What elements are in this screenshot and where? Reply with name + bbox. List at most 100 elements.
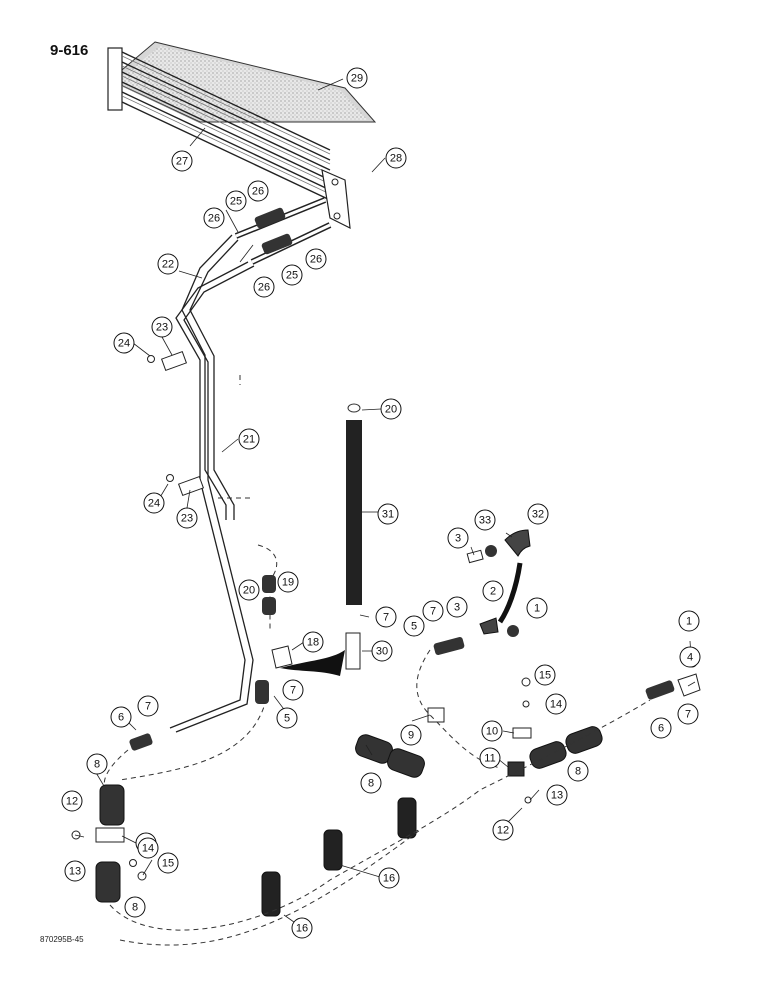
callout-4: 4 [679,646,701,668]
callout-circle [157,852,179,874]
callout-label: 3 [454,602,460,614]
callout-label: 27 [176,156,188,168]
callout-circle [238,428,260,450]
callout-25: 25 [225,190,247,212]
callout-14: 14 [137,837,159,859]
callout-9: 9 [400,724,422,746]
callout-circle [545,693,567,715]
callout-circle [447,527,469,549]
callout-label: 13 [551,790,563,802]
callout-circle [567,760,589,782]
callout-label: 7 [430,606,436,618]
clamps-23 [147,350,205,497]
callout-circle [113,332,135,354]
callout-12: 12 [61,790,83,812]
callout-circle [422,600,444,622]
callout-circle [527,503,549,525]
callout-label: 31 [382,509,394,521]
callout-label: 25 [286,270,298,282]
callout-label: 26 [208,213,220,225]
callout-label: 24 [118,338,130,350]
callout-24: 24 [113,332,135,354]
callout-label: 15 [539,670,551,682]
callout-circle [176,507,198,529]
callout-circle [291,917,313,939]
callout-circle [110,706,132,728]
callout-circle [400,724,422,746]
coil-springs [95,726,603,903]
callout-circle [238,579,260,601]
callout-20: 20 [380,398,402,420]
callout-15: 15 [157,852,179,874]
callout-circle [403,615,425,637]
callout-21: 21 [238,428,260,450]
callout-label: 21 [243,434,255,446]
callout-label: 18 [307,637,319,649]
callout-circle [650,717,672,739]
callout-label: 16 [383,873,395,885]
callout-circle [124,896,146,918]
callout-circle [479,747,501,769]
callout-label: 12 [66,796,78,808]
callout-label: 6 [658,723,664,735]
callout-label: 25 [230,196,242,208]
callout-circle [157,253,179,275]
callout-label: 1 [534,603,540,615]
callout-label: 20 [385,404,397,416]
callout-7: 7 [422,600,444,622]
callout-11: 11 [479,747,501,769]
callout-12: 12 [492,819,514,841]
callout-label: 7 [383,612,389,624]
callout-label: 3 [455,533,461,545]
callout-circle [225,190,247,212]
callout-18: 18 [302,631,324,653]
callout-label: 5 [284,713,290,725]
callout-circle [151,316,173,338]
callout-circle [481,720,503,742]
callout-circle [247,180,269,202]
callout-13: 13 [546,784,568,806]
hose-routing-dashed [103,375,651,946]
callout-circle [137,837,159,859]
callout-circle [678,610,700,632]
callout-circle [534,664,556,686]
callout-circle [143,492,165,514]
callout-circle [282,679,304,701]
leader-lines [74,78,696,928]
connector-30 [280,632,361,676]
callout-14: 14 [545,693,567,715]
callout-label: 32 [532,509,544,521]
callout-15: 15 [534,664,556,686]
callout-circle [492,819,514,841]
callout-circle [302,631,324,653]
callout-26: 26 [253,276,275,298]
callout-label: 26 [252,186,264,198]
hose-sleeves-upper [254,207,293,255]
callout-circle [385,147,407,169]
callout-8: 8 [567,760,589,782]
reference-code: 870295B-45 [40,935,84,944]
callout-circle [253,276,275,298]
callout-16: 16 [291,917,313,939]
callout-circle [679,646,701,668]
page-number: 9-616 [50,42,89,59]
callout-2: 2 [482,580,504,602]
callout-label: 7 [145,701,151,713]
callout-circle [474,509,496,531]
callout-1: 1 [526,597,548,619]
callout-label: 7 [290,685,296,697]
callout-circle [281,264,303,286]
callout-label: 9 [408,730,414,742]
callout-1: 1 [678,610,700,632]
callout-circle [371,640,393,662]
oil-cooler [107,41,377,265]
callout-label: 30 [376,646,388,658]
callout-label: 12 [497,825,509,837]
callout-label: 8 [575,766,581,778]
callout-circle [171,150,193,172]
callout-23: 23 [151,316,173,338]
callout-22: 22 [157,253,179,275]
callout-label: 5 [411,621,417,633]
callout-label: 8 [132,902,138,914]
callout-label: 20 [243,585,255,597]
